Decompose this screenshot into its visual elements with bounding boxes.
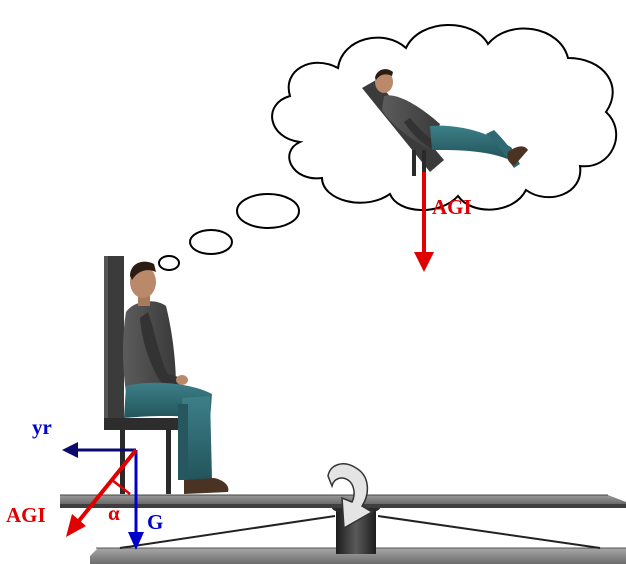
agi-label-top: AGI <box>432 195 472 219</box>
seated-person <box>104 256 229 494</box>
strut-left <box>119 515 336 549</box>
angle-alpha-marker <box>111 479 131 495</box>
thought-bubbles <box>158 193 300 271</box>
agi-vector-arrow <box>66 448 138 537</box>
chair-leg-left <box>120 430 125 494</box>
reclined-person-head <box>375 71 393 93</box>
alpha-label: α <box>108 501 120 525</box>
reclined-person <box>362 69 528 176</box>
thought-bubble-small <box>158 255 180 271</box>
yr-axis-arrow <box>62 442 136 458</box>
yr-label: yr <box>32 415 52 439</box>
chair-back <box>104 256 124 422</box>
agi-label-left: AGI <box>6 503 46 527</box>
rotation-arrow <box>327 463 374 530</box>
chair-leg-right <box>166 430 171 494</box>
reclined-seat-post-left <box>412 150 416 176</box>
thought-bubble-medium <box>189 229 233 255</box>
agi-arrow-top <box>414 172 434 272</box>
g-vector-arrow <box>128 450 144 550</box>
strut-right <box>377 515 601 549</box>
chair-seat <box>104 418 184 430</box>
thought-cloud <box>271 24 617 211</box>
reclined-seat-post-right <box>422 150 426 176</box>
thought-bubble-large <box>236 193 300 229</box>
g-label: G <box>147 510 163 534</box>
